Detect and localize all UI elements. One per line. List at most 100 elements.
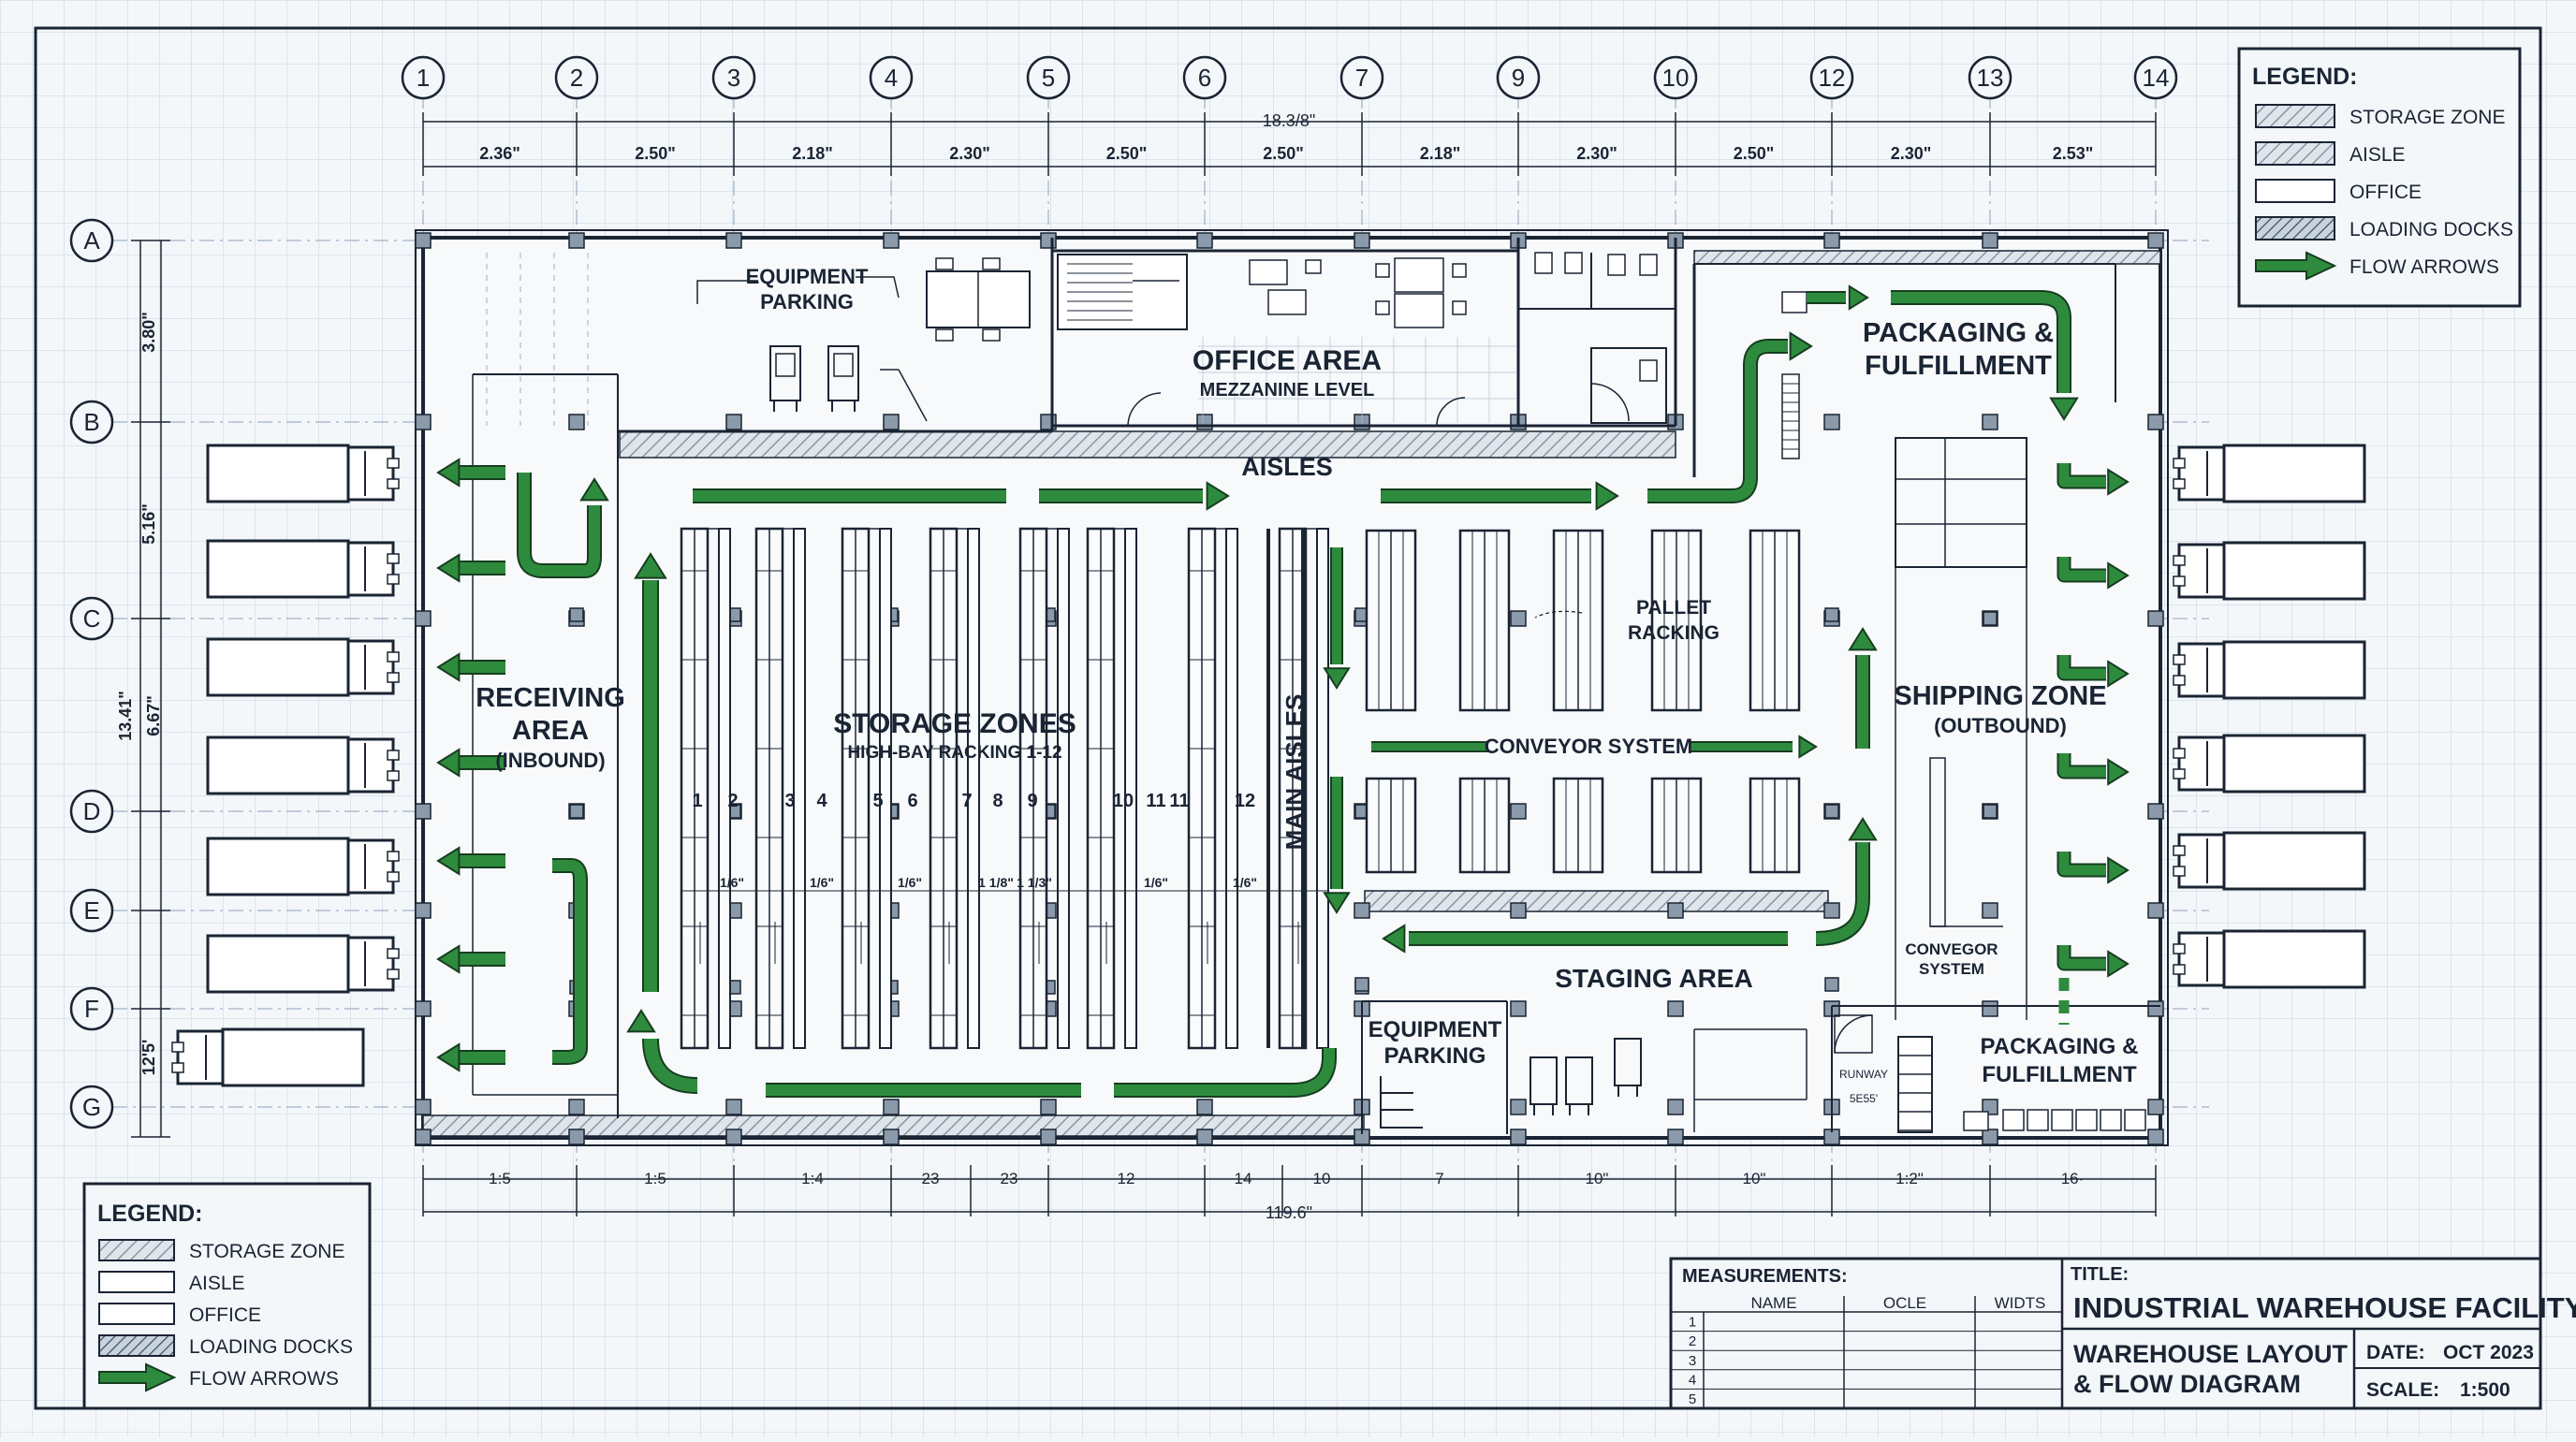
legend-bottom-title: LEGEND: [97,1201,203,1227]
truck-outbound [2173,541,2366,601]
grid-row-label: B [83,408,99,436]
column [1982,232,1998,249]
column-interior [1824,607,1839,622]
chair-icon [1375,263,1390,278]
measurements-header: OCLE [1883,1294,1926,1312]
flow-arrow-head [436,846,461,876]
label-packaging-top: FULFILLMENT [1865,351,2052,381]
truck-mirror [387,871,400,882]
grid-col-label: 9 [1512,64,1525,92]
column-interior [569,804,584,819]
measurements-title: MEASUREMENTS: [1682,1266,1848,1287]
truck-mirror [387,651,400,663]
legend-top-item: FLOW ARROWS [2349,256,2499,278]
column [1510,1099,1527,1115]
column [415,1099,432,1115]
flow-arrow-head [2107,660,2130,688]
rack-unit-pair [879,528,892,1049]
truck-mirror [387,478,400,489]
door-room [1834,1014,1873,1054]
flow-arrow-shipping [2058,557,2106,581]
label-storage: STORAGE ZONES [833,708,1076,739]
label-pallet-racking: PALLET [1636,597,1711,619]
equipment-line [898,369,928,422]
chair-icon [1452,300,1467,315]
legend-top-swatch [2255,216,2335,240]
grid-col-label: 7 [1355,64,1368,92]
flow-arrow-head [436,1042,461,1072]
grid-col-label: 13 [1977,64,2004,92]
truck-trailer [206,837,350,896]
dim-bottom-segment: 7 [1435,1170,1443,1187]
truck-mirror [387,553,400,564]
flow-arrow-staging-up [1815,842,1868,944]
legend-top-item: AISLE [2349,144,2406,166]
rack-number: 9 [1027,791,1037,811]
label-office-area: OFFICE AREA [1193,345,1382,376]
rack-number: 11 [1169,791,1189,811]
measurements-row-number: 4 [1689,1372,1696,1388]
truck-mirror [2173,675,2186,686]
column [415,232,432,249]
column [2147,902,2164,919]
column [2147,803,2164,820]
dim-top-segment: 2.50" [1106,144,1148,163]
dim-bottom-segment: 23 [1001,1170,1018,1187]
column [1823,414,1840,430]
dim-top-segment: 2.36" [479,144,520,163]
column [883,1129,900,1145]
pallet-jack-icon [1380,1076,1423,1129]
truck-outbound [2173,929,2366,989]
measurements-header: NAME [1750,1294,1796,1312]
restroom-lower [1590,347,1667,424]
truck-cab [346,639,395,695]
flow-arrow-head [1595,481,1619,511]
forklift-seat [775,353,796,377]
label-convegor: CONVEGOR [1905,940,1998,958]
legend-bottom-swatch [98,1303,175,1325]
chair-icon [1452,263,1467,278]
rack-number: 4 [816,791,827,811]
column [415,610,432,627]
truck-inbound [206,736,400,795]
truck-trailer [2222,541,2366,601]
dim-top-segment: 2.30" [1576,144,1617,163]
label-shipping-sub: (OUTBOUND) [1934,714,2067,737]
column [883,232,900,249]
truck-mirror [2173,575,2186,587]
rack-unit-pair [718,528,731,1049]
rack-number: 10 [1113,791,1134,811]
truck-trailer [206,934,350,994]
measurements-header: WIDTS [1995,1294,2046,1312]
desk-icon [1394,293,1444,328]
label-packaging-bottom: PACKAGING & [1981,1034,2139,1059]
dim-bottom-segment: 1:5 [489,1170,511,1187]
equipment-box [1781,291,1808,313]
truck-mirror [2173,478,2186,489]
truck-mirror [387,458,400,469]
title-subtitle: & FLOW DIAGRAM [2073,1370,2301,1398]
truck-mirror [2173,555,2186,566]
grid-bubble-row [69,1085,114,1129]
truck-inbound [206,837,400,896]
chair-icon [1375,300,1390,315]
truck-cab [346,541,395,597]
flow-arrow-head [1323,892,1351,914]
door-swing [1127,392,1162,427]
flow-arrow-head [436,748,461,778]
truck-mirror [2173,866,2186,877]
grid-bubble-row [69,596,114,641]
dim-top-segment: 2.18" [1420,144,1461,163]
truck-cab [2177,543,2226,599]
flow-arrow-head [1206,481,1230,511]
dimension-lines: 18.3/8"2.36"2.50"2.18"2.30"2.50"2.50"2.1… [116,111,2157,1222]
column [1040,232,1057,249]
rack-number: 12 [1235,791,1255,811]
truck-outbound [2173,640,2366,700]
column [415,902,432,919]
flow-arrows [436,284,2130,1098]
label-equipment-parking-top: EQUIPMENT [746,265,869,288]
column [2147,1129,2164,1145]
